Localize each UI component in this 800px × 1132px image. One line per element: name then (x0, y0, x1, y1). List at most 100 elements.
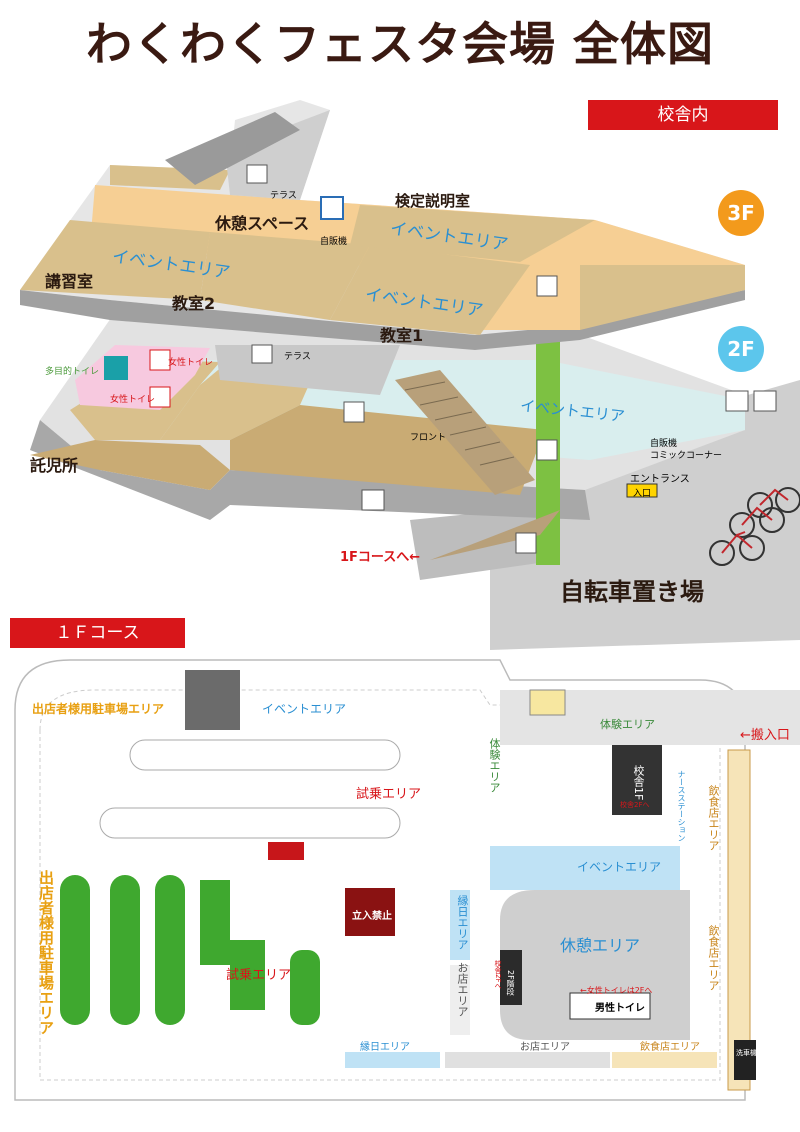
vending-2f-label: 自販機 (650, 439, 678, 449)
school-section-label: 校舎内 (657, 105, 709, 125)
food-area-vertical-2-label: 飲食店エリア (707, 925, 720, 991)
entrance-label: エントランス (630, 474, 690, 485)
green-track-4 (200, 880, 265, 1010)
stairs-2f (395, 370, 535, 495)
entrance-sign-label: 入口 (633, 489, 652, 499)
front-label: フロント (410, 433, 447, 443)
terrace-3f-label: テラス (270, 191, 297, 201)
food-area-bottom-label: 飲食店エリア (640, 1042, 700, 1053)
floor-3f-edge (20, 290, 745, 350)
parking-row-2 (99, 807, 401, 839)
mens-toilet-label: 男性トイレ (595, 1003, 645, 1014)
green-track-1 (60, 875, 90, 1025)
stairs-2f-lines (404, 381, 515, 466)
terrace-2f-label: テラス (284, 352, 311, 362)
event-area-top-label: イベントエリア (262, 702, 347, 716)
stairs-2f-block (500, 950, 522, 1005)
course-section-label: １Ｆコース (55, 623, 140, 643)
stall-icon (529, 689, 566, 716)
womens-toilet-1-label: 女性トイレ (168, 358, 214, 368)
elevator-icon-2f (536, 439, 558, 461)
to-course-label[interactable]: 1Fコースへ← (340, 550, 421, 565)
bike-parking-label: 自転車置き場 (560, 578, 704, 606)
lecture-room-label: 講習室 (45, 272, 94, 291)
food-area-vertical-1-label: 飲食店エリア (707, 785, 720, 851)
bicycle-sign-icon (361, 489, 385, 511)
no-entry-block (345, 888, 395, 936)
womens-toilet-2-label: 女性トイレ (110, 395, 156, 405)
elevator-icon-1f (515, 532, 537, 554)
motorbike-icon (725, 390, 749, 412)
test-ride-area-1-label: 試乗エリア (356, 787, 422, 802)
nurse-station-label: ナースステーション (677, 770, 686, 842)
stairs-2f-label: 2F階段 (506, 970, 515, 996)
experience-area-label: 体験エリア (600, 718, 655, 731)
exhibitor-parking-top-label: 出店者様用駐車場エリア (32, 702, 165, 716)
green-track-3 (155, 875, 185, 1025)
food-lane-right (727, 749, 751, 1091)
room-3f-right (580, 265, 745, 330)
map-title: わくわくフェスタ会場 全体図 (85, 17, 714, 71)
lecture-room (20, 220, 210, 300)
vending-label: 自販機 (320, 237, 348, 247)
test-ride-area-2-label: 試乗エリア (226, 968, 292, 983)
fair-area-bottom-strip (345, 1052, 440, 1068)
smoking-icon-2f (251, 344, 273, 364)
delivery-entrance-label: ←搬入口 (740, 728, 790, 743)
building-floor-plan (20, 100, 800, 650)
comic-corner-label: コミックコーナー (650, 451, 723, 461)
parking-row-1 (129, 739, 401, 771)
womens-toilet-note-label: ←女性トイレは2Fへ (580, 986, 653, 995)
exhibitor-parking-left-label: 出店者様用駐車場エリア (37, 870, 55, 1035)
classroom1-room (330, 245, 530, 335)
course-map (14, 659, 800, 1101)
nursery-room (30, 440, 230, 490)
washroom-label: 洗車機 (736, 1049, 757, 1057)
rest-area-label: 休憩エリア (560, 936, 641, 955)
fair-area-strip (450, 890, 470, 960)
food-area-bottom-strip (612, 1052, 717, 1068)
experience-area-vertical-label: 体験エリア (488, 738, 501, 793)
camera-icon (343, 401, 365, 423)
smoking-icon (246, 164, 268, 184)
classroom2-label: 教室2 (172, 294, 216, 313)
to-school-2f-a-label: 校舎2Fへ (494, 960, 502, 990)
scooter-icon (753, 390, 777, 412)
vending-machine-icon (320, 196, 344, 220)
shop-area-bottom-strip (445, 1052, 610, 1068)
green-track-5 (290, 950, 320, 1025)
multi-toilet-label: 多目的トイレ (45, 367, 100, 377)
fire-truck-icon (268, 842, 304, 860)
school-1f-label: 校舎1F (632, 765, 645, 801)
washroom-block (734, 1040, 756, 1080)
no-entry-label: 立入禁止 (352, 911, 392, 922)
entrance-sign-box (626, 483, 658, 498)
fair-area-vertical-label: 縁日エリア (456, 895, 469, 950)
floor-3f-badge: 3F (718, 190, 764, 236)
womens-toilet-icon-2 (149, 386, 171, 408)
floor-2f-edge (30, 420, 590, 520)
nursery-label: 託児所 (30, 456, 79, 475)
womens-toilet-icon-1 (149, 349, 171, 371)
event-area-mid-bg (490, 846, 680, 890)
bicycles-icon (709, 487, 800, 566)
rest-space-label: 休憩スペース (215, 214, 310, 233)
exam-room-label: 検定説明室 (395, 192, 471, 210)
classroom2-room (200, 232, 370, 320)
shop-area-strip (450, 965, 470, 1035)
exam-room (350, 205, 595, 262)
accessible-toilet-icon (104, 356, 128, 380)
to-school-2f-b-label: 校舎2Fへ (620, 801, 650, 809)
shop-area-vertical-label: お店エリア (456, 962, 469, 1017)
mens-toilet-box (569, 992, 651, 1020)
school-1f-block (612, 745, 662, 815)
elevator-icon-3f (536, 275, 558, 297)
classroom1-label: 教室1 (380, 326, 424, 345)
event-area-mid-label: イベントエリア (577, 860, 662, 874)
green-track-2 (110, 875, 140, 1025)
slide-attraction-icon (185, 670, 240, 730)
course-section-ribbon: １Ｆコース (10, 618, 185, 648)
fair-area-bottom-label: 縁日エリア (360, 1042, 410, 1053)
shop-area-bottom-label: お店エリア (520, 1042, 570, 1053)
school-section-ribbon: 校舎内 (588, 100, 778, 130)
